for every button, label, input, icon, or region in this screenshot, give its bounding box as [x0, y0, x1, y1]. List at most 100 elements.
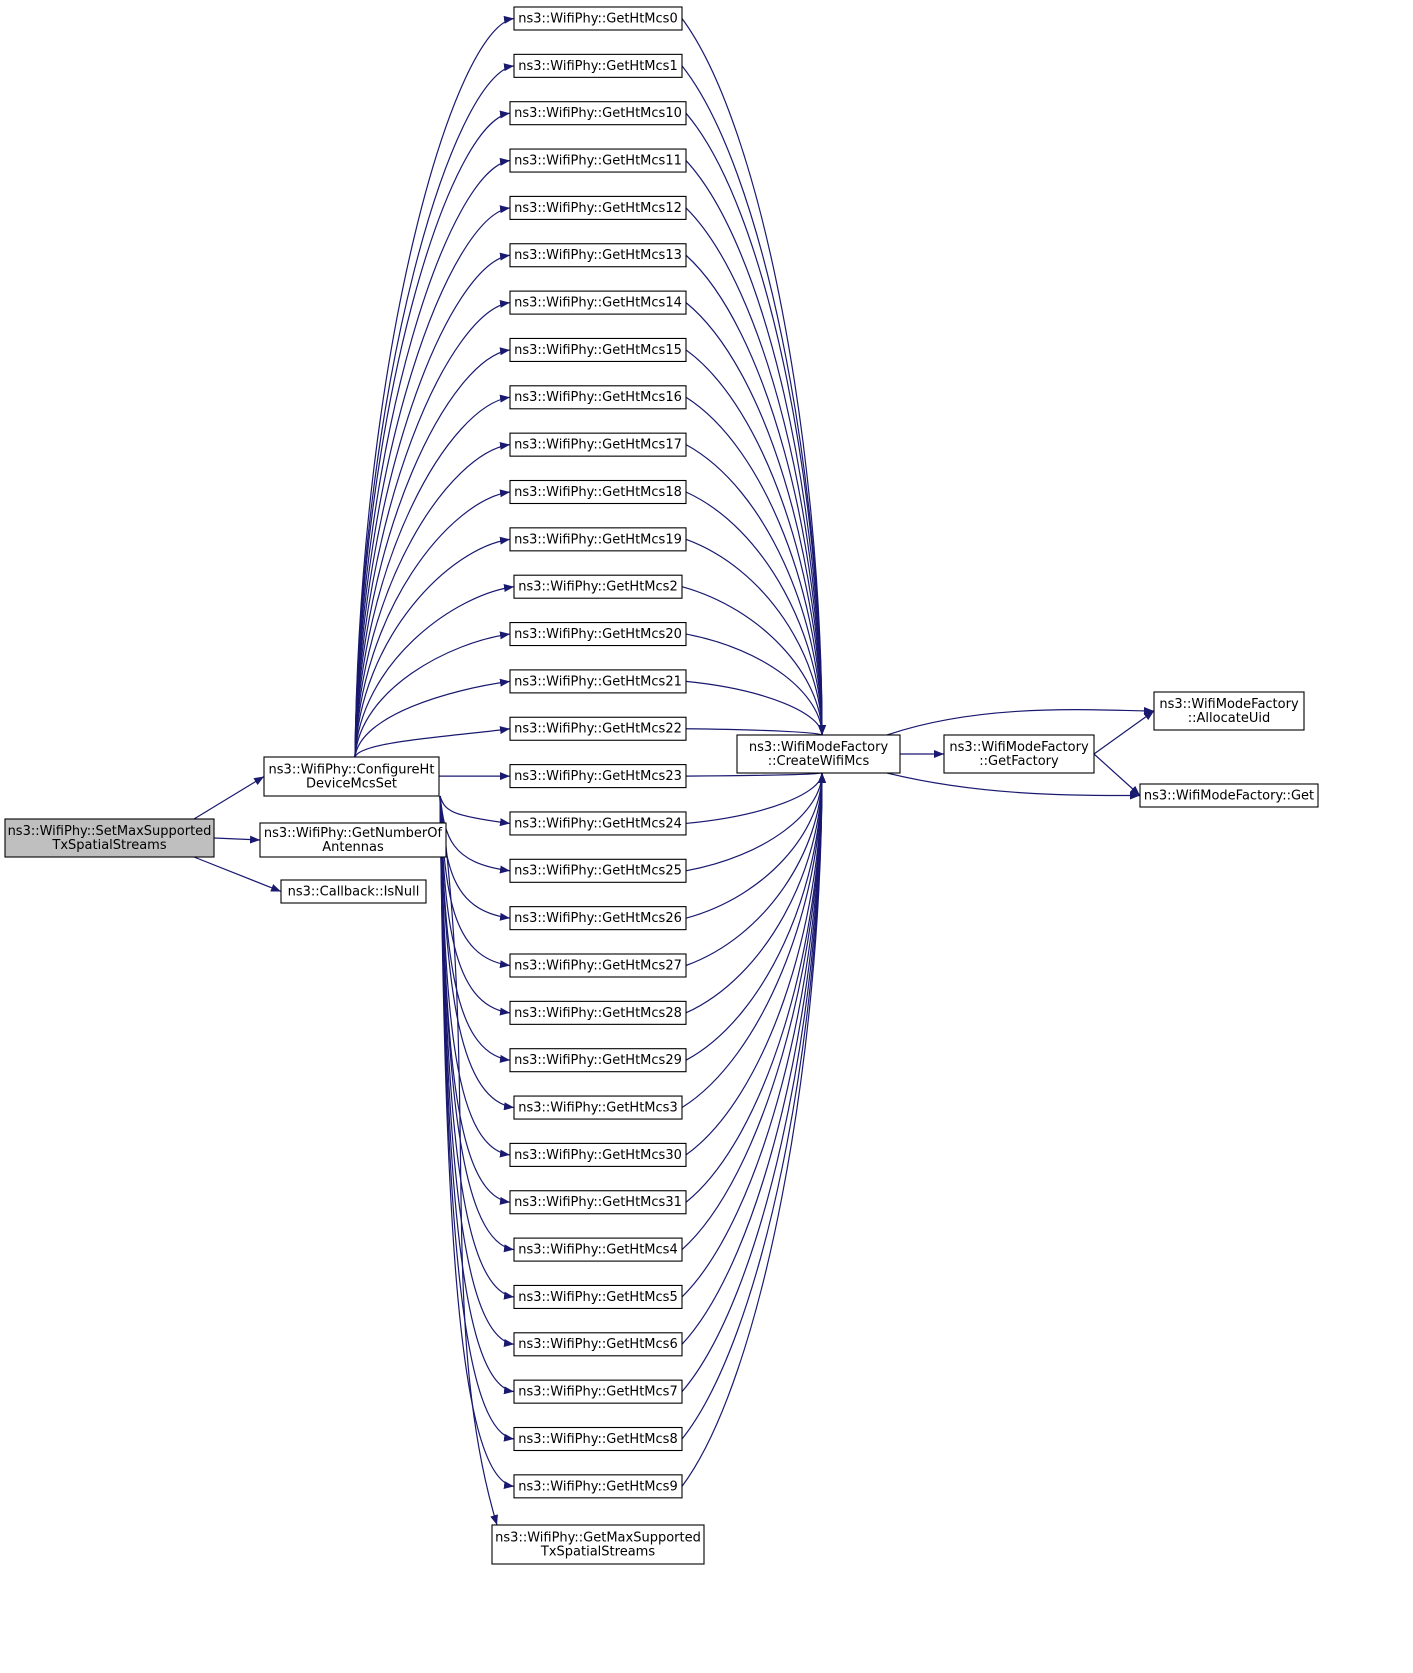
node-box-mcs13[interactable] — [509, 243, 687, 268]
node-box-mcs5[interactable] — [513, 1284, 683, 1309]
node-label-isnull-line1: ns3::Callback::IsNull — [288, 884, 420, 899]
node-mcs30[interactable]: ns3::WifiPhy::GetHtMcs30 — [509, 1142, 687, 1167]
node-mcs10[interactable]: ns3::WifiPhy::GetHtMcs10 — [509, 101, 687, 126]
edge-mcs30-to-createmcs — [685, 772, 826, 1156]
node-box-mcs11[interactable] — [509, 148, 687, 173]
node-getmax[interactable]: ns3::WifiPhy::GetMaxSupportedTxSpatialSt… — [491, 1524, 705, 1565]
edge-configure-to-mcs22 — [354, 726, 511, 758]
node-box-mcs19[interactable] — [509, 527, 687, 552]
node-label-mcs6-line1: ns3::WifiPhy::GetHtMcs6 — [518, 1337, 677, 1352]
edge-mcs2-to-createmcs — [681, 586, 826, 736]
edge-mcs21-to-createmcs — [685, 680, 826, 736]
node-mcs23[interactable]: ns3::WifiPhy::GetHtMcs23 — [509, 764, 687, 789]
node-mcs1[interactable]: ns3::WifiPhy::GetHtMcs1 — [513, 53, 683, 78]
node-mcs8[interactable]: ns3::WifiPhy::GetHtMcs8 — [513, 1426, 683, 1452]
edge-configure-to-mcs25 — [439, 795, 511, 874]
node-box-get[interactable] — [1139, 783, 1319, 808]
node-box-mcs4[interactable] — [513, 1237, 683, 1262]
edge-mcs8-to-createmcs — [681, 772, 826, 1440]
node-box-mcs12[interactable] — [509, 195, 687, 220]
node-box-mcs17[interactable] — [509, 432, 687, 457]
node-mcs27[interactable]: ns3::WifiPhy::GetHtMcs27 — [509, 953, 687, 978]
node-mcs22[interactable]: ns3::WifiPhy::GetHtMcs22 — [509, 716, 687, 741]
node-box-mcs3[interactable] — [513, 1095, 683, 1120]
node-mcs5[interactable]: ns3::WifiPhy::GetHtMcs5 — [513, 1284, 683, 1309]
node-mcs11[interactable]: ns3::WifiPhy::GetHtMcs11 — [509, 148, 687, 173]
node-box-getfactory[interactable] — [943, 734, 1095, 774]
node-box-mcs9[interactable] — [513, 1474, 683, 1499]
node-label-mcs3-line1: ns3::WifiPhy::GetHtMcs3 — [518, 1100, 677, 1115]
node-root[interactable]: ns3::WifiPhy::SetMaxSupportedTxSpatialSt… — [4, 818, 215, 858]
node-box-mcs24[interactable] — [509, 811, 687, 836]
node-box-numant[interactable] — [259, 822, 447, 858]
node-box-configure[interactable] — [263, 756, 440, 797]
node-mcs16[interactable]: ns3::WifiPhy::GetHtMcs16 — [509, 385, 687, 410]
node-box-mcs25[interactable] — [509, 858, 687, 883]
node-mcs25[interactable]: ns3::WifiPhy::GetHtMcs25 — [509, 858, 687, 883]
node-box-mcs8[interactable] — [513, 1426, 683, 1452]
node-allocuid[interactable]: ns3::WifiModeFactory::AllocateUid — [1153, 691, 1305, 731]
node-box-mcs7[interactable] — [513, 1379, 683, 1404]
node-box-getmax[interactable] — [491, 1524, 705, 1565]
node-mcs21[interactable]: ns3::WifiPhy::GetHtMcs21 — [509, 669, 687, 694]
node-get[interactable]: ns3::WifiModeFactory::Get — [1139, 783, 1319, 808]
node-box-mcs6[interactable] — [513, 1332, 683, 1357]
node-mcs24[interactable]: ns3::WifiPhy::GetHtMcs24 — [509, 811, 687, 836]
node-box-mcs10[interactable] — [509, 101, 687, 126]
node-label-mcs10-line1: ns3::WifiPhy::GetHtMcs10 — [514, 106, 682, 121]
node-mcs2[interactable]: ns3::WifiPhy::GetHtMcs2 — [513, 574, 683, 599]
node-mcs29[interactable]: ns3::WifiPhy::GetHtMcs29 — [509, 1048, 687, 1073]
node-mcs6[interactable]: ns3::WifiPhy::GetHtMcs6 — [513, 1332, 683, 1357]
node-box-allocuid[interactable] — [1153, 691, 1305, 731]
node-box-mcs30[interactable] — [509, 1142, 687, 1167]
node-mcs4[interactable]: ns3::WifiPhy::GetHtMcs4 — [513, 1237, 683, 1262]
node-mcs17[interactable]: ns3::WifiPhy::GetHtMcs17 — [509, 432, 687, 457]
node-box-mcs27[interactable] — [509, 953, 687, 978]
node-box-mcs26[interactable] — [509, 906, 687, 931]
node-box-root[interactable] — [4, 818, 215, 858]
node-isnull[interactable]: ns3::Callback::IsNull — [280, 879, 427, 904]
node-box-isnull[interactable] — [280, 879, 427, 904]
node-mcs26[interactable]: ns3::WifiPhy::GetHtMcs26 — [509, 906, 687, 931]
node-box-createmcs[interactable] — [736, 734, 901, 774]
edge-mcs13-to-createmcs — [685, 254, 826, 736]
edge-configure-to-mcs20 — [354, 631, 511, 758]
node-mcs0[interactable]: ns3::WifiPhy::GetHtMcs0 — [513, 6, 683, 31]
edge-root-to-configure — [193, 775, 265, 820]
node-box-mcs15[interactable] — [509, 337, 687, 363]
node-box-mcs18[interactable] — [509, 479, 687, 505]
node-box-mcs22[interactable] — [509, 716, 687, 741]
node-box-mcs2[interactable] — [513, 574, 683, 599]
node-mcs15[interactable]: ns3::WifiPhy::GetHtMcs15 — [509, 337, 687, 363]
node-mcs31[interactable]: ns3::WifiPhy::GetHtMcs31 — [509, 1190, 687, 1215]
node-mcs7[interactable]: ns3::WifiPhy::GetHtMcs7 — [513, 1379, 683, 1404]
node-box-mcs0[interactable] — [513, 6, 683, 31]
node-mcs19[interactable]: ns3::WifiPhy::GetHtMcs19 — [509, 527, 687, 552]
node-getfactory[interactable]: ns3::WifiModeFactory::GetFactory — [943, 734, 1095, 774]
node-mcs12[interactable]: ns3::WifiPhy::GetHtMcs12 — [509, 195, 687, 220]
edge-getfactory-to-get — [1093, 753, 1141, 796]
node-box-mcs1[interactable] — [513, 53, 683, 78]
node-mcs13[interactable]: ns3::WifiPhy::GetHtMcs13 — [509, 243, 687, 268]
node-box-mcs28[interactable] — [509, 1000, 687, 1025]
node-mcs18[interactable]: ns3::WifiPhy::GetHtMcs18 — [509, 479, 687, 505]
node-mcs14[interactable]: ns3::WifiPhy::GetHtMcs14 — [509, 290, 687, 315]
node-mcs3[interactable]: ns3::WifiPhy::GetHtMcs3 — [513, 1095, 683, 1120]
node-mcs9[interactable]: ns3::WifiPhy::GetHtMcs9 — [513, 1474, 683, 1499]
node-label-mcs20-line1: ns3::WifiPhy::GetHtMcs20 — [514, 627, 682, 642]
node-box-mcs14[interactable] — [509, 290, 687, 315]
node-box-mcs29[interactable] — [509, 1048, 687, 1073]
edge-mcs22-to-createmcs — [685, 724, 826, 736]
node-mcs28[interactable]: ns3::WifiPhy::GetHtMcs28 — [509, 1000, 687, 1025]
node-mcs20[interactable]: ns3::WifiPhy::GetHtMcs20 — [509, 621, 687, 647]
node-box-mcs20[interactable] — [509, 621, 687, 647]
node-box-mcs23[interactable] — [509, 764, 687, 789]
node-box-mcs31[interactable] — [509, 1190, 687, 1215]
node-label-mcs31-line1: ns3::WifiPhy::GetHtMcs31 — [514, 1195, 682, 1210]
node-box-mcs16[interactable] — [509, 385, 687, 410]
node-createmcs[interactable]: ns3::WifiModeFactory::CreateWifiMcs — [736, 734, 901, 774]
node-box-mcs21[interactable] — [509, 669, 687, 694]
node-label-numant-line2: Antennas — [322, 840, 384, 855]
